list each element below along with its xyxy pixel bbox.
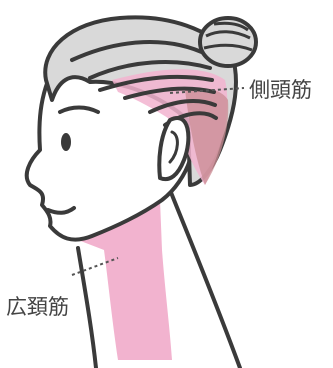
platysma-muscle bbox=[78, 200, 172, 360]
temporalis-label: 側頭筋 bbox=[249, 78, 312, 102]
eyebrow bbox=[58, 105, 100, 114]
ear bbox=[157, 116, 191, 181]
platysma-label: 広頚筋 bbox=[6, 295, 69, 319]
temporalis-leader-line bbox=[169, 87, 245, 94]
platysma-leader-line bbox=[71, 257, 119, 276]
hair-bun bbox=[198, 16, 258, 68]
neck-outline bbox=[168, 188, 242, 368]
hair bbox=[43, 15, 238, 187]
shoulder-outline bbox=[76, 246, 98, 368]
mouth bbox=[46, 206, 76, 215]
ear-inner bbox=[168, 130, 179, 164]
eye bbox=[61, 133, 71, 151]
